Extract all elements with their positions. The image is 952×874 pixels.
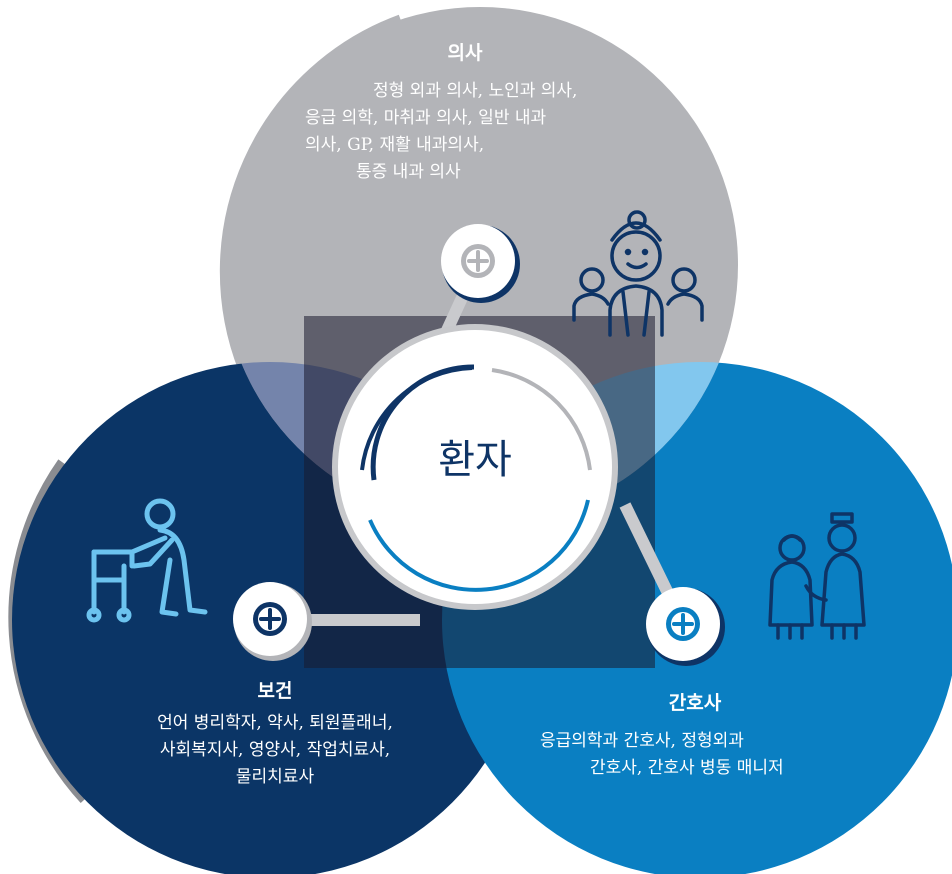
doctor-line: 통증 내과 의사 (356, 162, 461, 182)
nurse-node[interactable] (646, 587, 725, 666)
allied-title: 보건 (257, 680, 293, 702)
allied-line: 물리치료사 (235, 767, 315, 787)
doctors-group-icon (572, 210, 704, 337)
doctor-line: 응급 의학, 마취과 의사, 일반 내과 (305, 108, 547, 128)
patient-label: 환자 (438, 437, 512, 483)
allied-description: 언어 병리학자, 약사, 퇴원플래너, 사회복지사, 영양사, 작업치료사, 물… (90, 710, 460, 791)
doctor-node[interactable] (441, 224, 520, 303)
doctor-title: 의사 (447, 42, 483, 64)
center-arc-blue (368, 499, 590, 592)
center-circle (338, 330, 612, 604)
doctor-line: 정형 외과 의사, 노인과 의사, (373, 81, 578, 101)
nurse-patient-icon (768, 512, 866, 640)
walker-icon (86, 498, 208, 623)
nurse-title: 간호사 (668, 692, 722, 714)
nurse-line: 응급의학과 간호사, 정형외과 (540, 731, 744, 751)
doctor-line: 의사, GP, 재활 내과의사, (305, 135, 485, 155)
center-arc-gray (491, 368, 592, 471)
nurse-line: 간호사, 간호사 병동 매니저 (590, 758, 784, 778)
nurse-description: 응급의학과 간호사, 정형외과 간호사, 간호사 병동 매니저 (540, 728, 840, 782)
allied-line: 언어 병리학자, 약사, 퇴원플래너, (157, 713, 393, 733)
center-arc-navy-full (360, 366, 473, 471)
doctor-description: 정형 외과 의사, 노인과 의사, 응급 의학, 마취과 의사, 일반 내과 의… (290, 78, 690, 186)
allied-node[interactable] (233, 582, 312, 661)
allied-line: 사회복지사, 영양사, 작업치료사, (159, 740, 391, 760)
